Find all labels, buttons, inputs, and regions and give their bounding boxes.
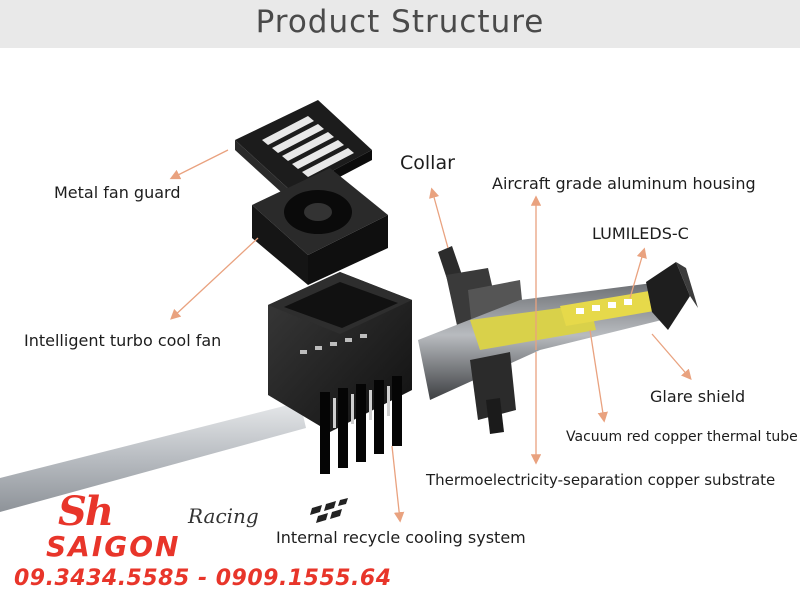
header-band bbox=[0, 0, 800, 48]
label-lumileds: LUMILEDS-C bbox=[592, 224, 689, 243]
arrow-turbo-fan bbox=[170, 237, 259, 320]
heatsink-box-part bbox=[268, 272, 412, 474]
metal-fan-guard-part bbox=[235, 100, 372, 202]
turbo-fan-part bbox=[252, 168, 388, 285]
checkered-flag-icon bbox=[310, 498, 348, 523]
brand-phone: 09.3434.5585 - 0909.1555.64 bbox=[14, 566, 392, 591]
label-aluminum-housing: Aircraft grade aluminum housing bbox=[492, 174, 756, 193]
arrow-metal-fan-guard bbox=[169, 149, 229, 180]
brand-mark: Sh bbox=[58, 488, 114, 535]
page-title: Product Structure bbox=[255, 4, 545, 40]
glare-shield-part bbox=[646, 262, 698, 330]
label-collar: Collar bbox=[400, 152, 455, 174]
brand-name: SAIGON bbox=[46, 530, 181, 563]
mounting-flange-part bbox=[470, 352, 516, 434]
brand-racing: Racing bbox=[188, 504, 259, 528]
arrow-cooling-system bbox=[391, 445, 405, 523]
power-cable bbox=[0, 402, 306, 512]
label-metal-fan-guard: Metal fan guard bbox=[54, 183, 181, 202]
arrow-lumileds bbox=[629, 247, 647, 299]
label-cooling-system: Internal recycle cooling system bbox=[276, 528, 526, 547]
label-copper-substrate: Thermoelectricity-separation copper subs… bbox=[426, 471, 776, 489]
label-turbo-fan: Intelligent turbo cool fan bbox=[24, 331, 222, 350]
arrow-copper-tube bbox=[589, 329, 608, 423]
label-copper-tube: Vacuum red copper thermal tube bbox=[566, 429, 798, 445]
label-glare-shield: Glare shield bbox=[650, 387, 746, 406]
leader-arrows bbox=[169, 149, 692, 523]
arrow-collar bbox=[429, 187, 449, 249]
arrow-glare-shield bbox=[651, 333, 692, 380]
